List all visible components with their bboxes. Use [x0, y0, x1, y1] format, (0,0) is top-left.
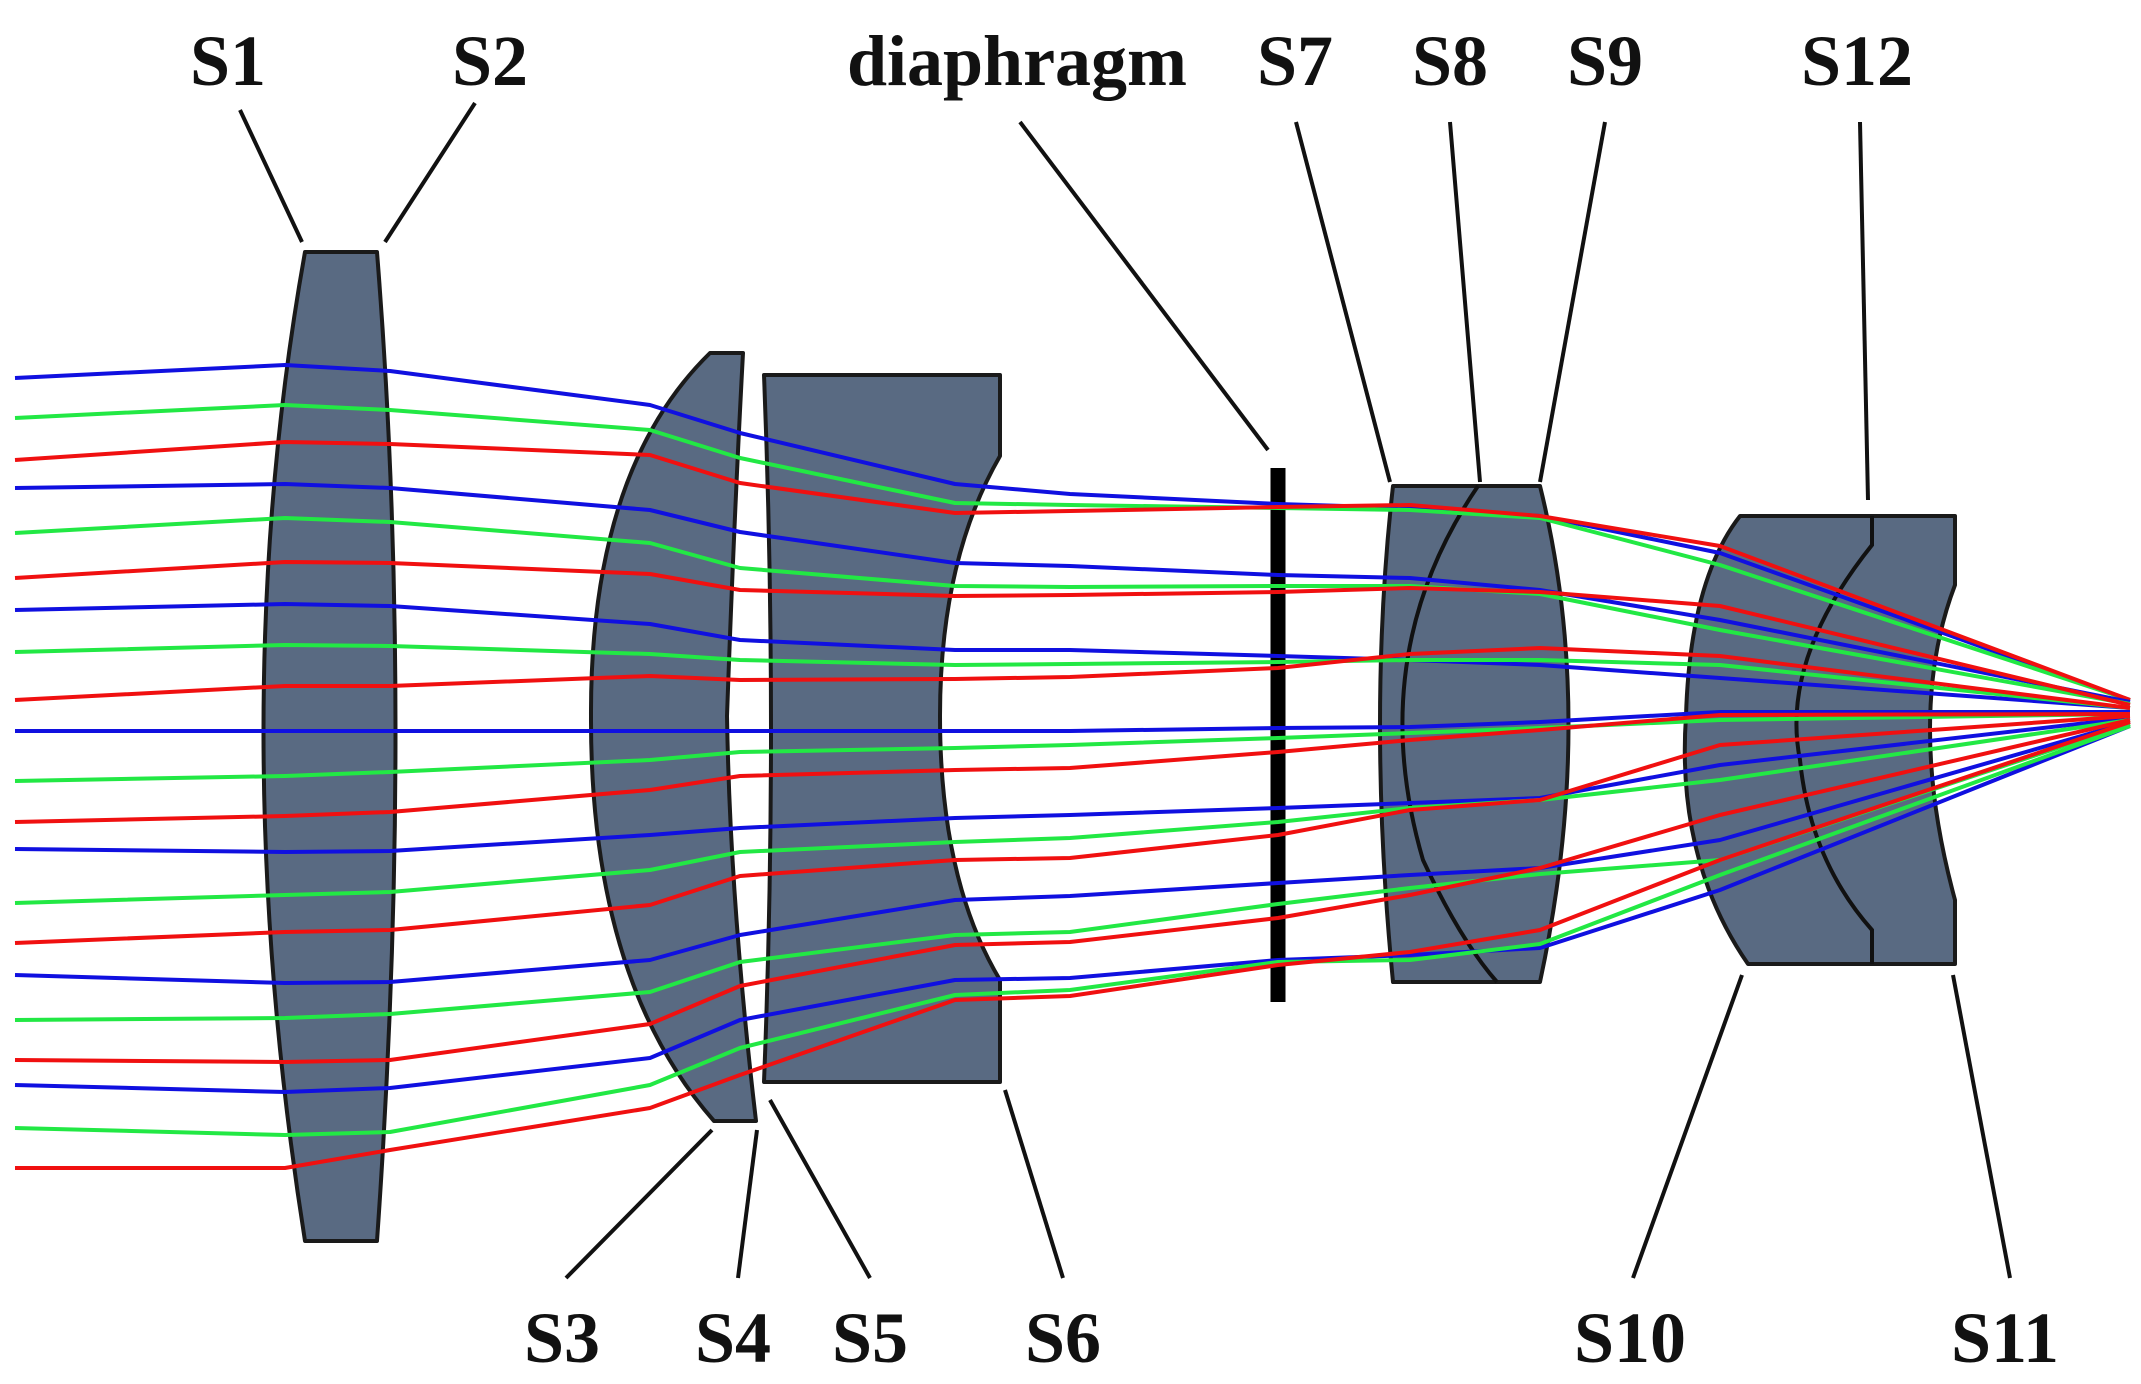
- leader-s11: [1951, 974, 2012, 1279]
- label-s5: S5: [832, 1298, 908, 1378]
- ray-green: [14, 516, 2131, 706]
- ray-red: [15, 720, 2131, 1170]
- label-s4: S4: [695, 1298, 771, 1378]
- label-diaphragm: diaphragm: [847, 21, 1187, 101]
- ray-blue: [14, 720, 2131, 985]
- lens-4-cement-surface: [1400, 484, 1499, 984]
- label-s8: S8: [1412, 21, 1488, 101]
- label-s12: S12: [1801, 21, 1913, 101]
- label-s2: S2: [452, 21, 528, 101]
- leader-s7: [1294, 121, 1392, 483]
- label-s9: S9: [1567, 21, 1643, 101]
- ray-red: [14, 712, 2131, 824]
- ray-green: [14, 724, 2131, 1137]
- leader-s1: [238, 109, 304, 243]
- ray-red: [14, 560, 2131, 707]
- ray-bundle: [14, 363, 2131, 1170]
- lens-2-meniscus: [588, 351, 758, 1123]
- leader-s8: [1448, 121, 1482, 483]
- ray-red: [14, 718, 2131, 1064]
- ray-blue-axis: [15, 710, 2130, 733]
- ray-green: [14, 403, 2131, 702]
- ray-red: [14, 440, 2131, 702]
- label-s7: S7: [1257, 21, 1333, 101]
- label-s3: S3: [524, 1298, 600, 1378]
- leader-lines: [238, 101, 2012, 1280]
- leader-s9: [1538, 121, 1607, 483]
- label-s11: S11: [1951, 1298, 2059, 1378]
- leader-s5: [768, 1099, 872, 1279]
- leader-s6: [1003, 1089, 1065, 1279]
- ray-blue: [14, 724, 2131, 1094]
- leader-s12: [1858, 121, 1870, 501]
- lens-group: [261, 250, 1957, 1243]
- ray-red: [14, 714, 2131, 945]
- leader-s10: [1631, 974, 1744, 1279]
- ray-green: [14, 722, 2131, 1022]
- label-s6: S6: [1025, 1298, 1101, 1378]
- leader-diaphragm: [1018, 120, 1270, 452]
- ray-blue: [14, 602, 2131, 710]
- ray-green: [14, 718, 2131, 905]
- ray-green: [14, 643, 2131, 710]
- leader-s2: [383, 101, 477, 244]
- label-s10: S10: [1574, 1298, 1686, 1378]
- label-s1: S1: [190, 21, 266, 101]
- leader-s3: [564, 1128, 714, 1280]
- surface-labels: S1 S2 diaphragm S7 S8 S9 S12 S3 S4 S5 S6…: [190, 21, 2059, 1378]
- lens-1-biconvex: [261, 250, 398, 1243]
- ray-red: [14, 646, 2131, 710]
- leader-s4: [736, 1129, 759, 1279]
